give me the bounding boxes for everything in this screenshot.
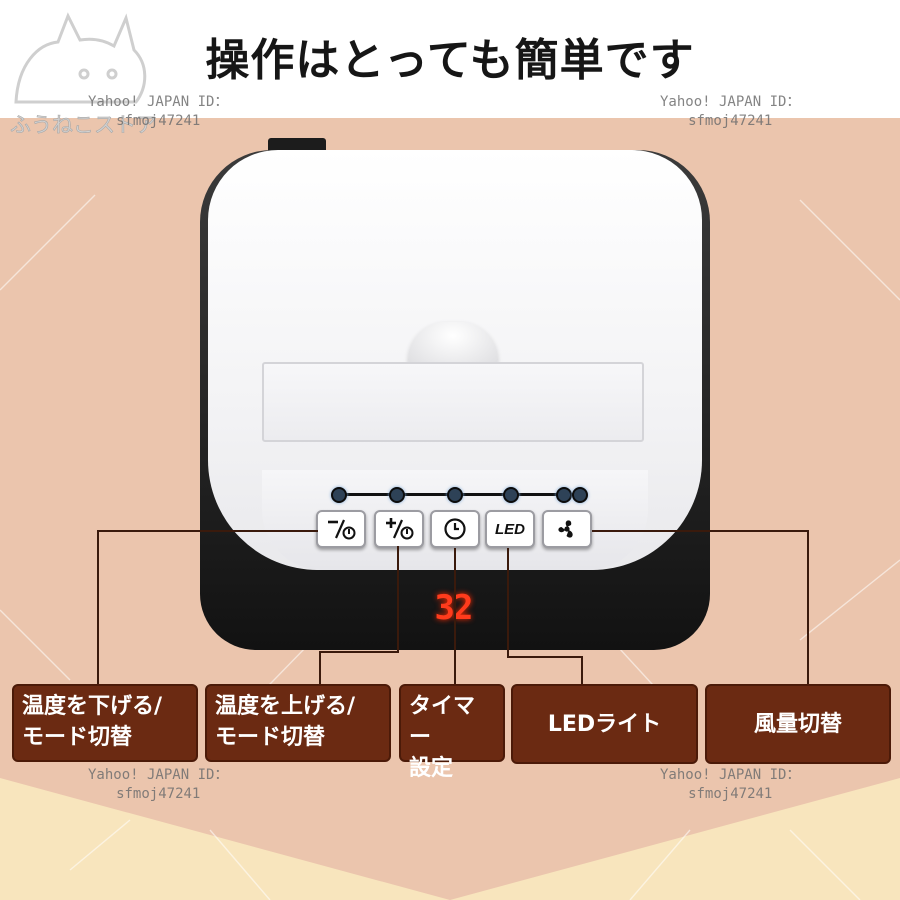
clock-icon (444, 518, 466, 540)
footer-chevron (0, 770, 900, 900)
timer-button[interactable] (430, 510, 480, 548)
indicator-light (389, 487, 405, 503)
watermark: Yahoo! JAPAN ID：sfmoj47241 (88, 767, 229, 802)
water-window (262, 362, 644, 442)
label-fan-speed: 風量切替 (705, 684, 891, 764)
temp-up-mode-button[interactable] (374, 510, 424, 548)
label-line: 温度を上げる/ (215, 694, 356, 719)
indicator-light (556, 487, 572, 503)
plus-power-icon (386, 518, 414, 540)
label-line: 温度を下げる/ (22, 694, 163, 719)
led-icon: LED (495, 520, 525, 538)
indicator-light (331, 487, 347, 503)
label-temp-down-mode: 温度を下げる/ モード切替 (12, 684, 198, 762)
label-led-light: LEDライト (511, 684, 698, 764)
header-background (0, 0, 900, 118)
label-line: タイマー (409, 694, 476, 750)
label-line: 風量切替 (753, 711, 842, 737)
logo-text: ふうねこストア (10, 113, 157, 137)
led-button[interactable]: LED (485, 510, 535, 548)
label-line: モード切替 (215, 725, 326, 750)
label-line: モード切替 (22, 725, 133, 750)
label-timer: タイマー 設定 (399, 684, 505, 781)
watermark: Yahoo! JAPAN ID：sfmoj47241 (660, 767, 801, 802)
indicator-light (447, 487, 463, 503)
label-line: LEDライト (547, 711, 662, 737)
store-logo: ふうねこストア (10, 12, 157, 137)
label-temp-up-mode: 温度を上げる/ モード切替 (205, 684, 391, 762)
indicator-light (572, 487, 588, 503)
minus-power-icon (328, 519, 356, 540)
temperature-display: 32 (434, 588, 474, 628)
temp-down-mode-button[interactable] (316, 510, 366, 548)
fan-icon (558, 520, 573, 538)
watermark: Yahoo! JAPAN ID：sfmoj47241 (660, 94, 801, 129)
fan-speed-button[interactable] (542, 510, 592, 548)
indicator-light (503, 487, 519, 503)
device-knob (408, 322, 498, 368)
label-line: 設定 (409, 756, 454, 781)
watermark: Yahoo! JAPAN ID：sfmoj47241 (88, 94, 229, 129)
page-title: 操作はとっても簡単です (205, 35, 695, 86)
cat-logo-icon (14, 12, 147, 104)
